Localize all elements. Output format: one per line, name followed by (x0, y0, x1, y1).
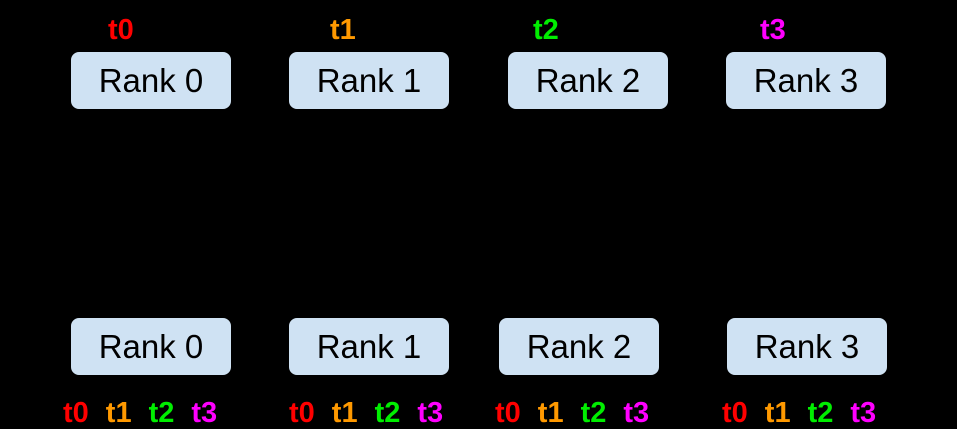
rank-box-top-2-label: Rank 2 (535, 62, 641, 99)
tensor-list-rank3: t0 t1 t2 t3 (722, 399, 876, 428)
rank-box-bottom-0-label: Rank 0 (98, 328, 204, 365)
rank-box-top-1: Rank 1 (287, 50, 451, 111)
tensor-label-t2: t2 (148, 397, 175, 429)
tensor-label-t0: t0 (289, 397, 315, 429)
tensor-label-t1: t1 (331, 397, 358, 429)
rank-box-top-3: Rank 3 (724, 50, 888, 111)
rank-box-top-0-label: Rank 0 (98, 62, 204, 99)
rank-box-top-2: Rank 2 (506, 50, 670, 111)
rank-box-top-1-label: Rank 1 (316, 62, 422, 99)
top-tensor-label-t1: t1 (330, 14, 356, 46)
tensor-list-rank2: t0 t1 t2 t3 (495, 399, 649, 428)
tensor-label-t2: t2 (807, 397, 834, 429)
tensor-list-rank0: t0 t1 t2 t3 (63, 399, 217, 428)
rank-box-bottom-3: Rank 3 (725, 316, 889, 377)
tensor-label-t1: t1 (537, 397, 564, 429)
rank-box-bottom-2-label: Rank 2 (526, 328, 632, 365)
top-tensor-label-t3: t3 (760, 14, 786, 46)
tensor-label-t0: t0 (495, 397, 521, 429)
tensor-label-t3: t3 (191, 397, 218, 429)
rank-box-bottom-3-label: Rank 3 (754, 328, 860, 365)
rank-box-top-3-label: Rank 3 (753, 62, 859, 99)
tensor-label-t2: t2 (374, 397, 401, 429)
rank-box-bottom-1: Rank 1 (287, 316, 451, 377)
tensor-label-t3: t3 (850, 397, 877, 429)
top-tensor-label-t2: t2 (533, 14, 559, 46)
tensor-label-t3: t3 (623, 397, 650, 429)
rank-box-bottom-0: Rank 0 (69, 316, 233, 377)
tensor-label-t1: t1 (764, 397, 791, 429)
tensor-label-t2: t2 (580, 397, 607, 429)
tensor-label-t0: t0 (63, 397, 89, 429)
rank-box-top-0: Rank 0 (69, 50, 233, 111)
tensor-label-t0: t0 (722, 397, 748, 429)
top-tensor-label-t0: t0 (108, 14, 134, 46)
tensor-list-rank1: t0 t1 t2 t3 (289, 399, 443, 428)
rank-box-bottom-1-label: Rank 1 (316, 328, 422, 365)
rank-box-bottom-2: Rank 2 (497, 316, 661, 377)
tensor-label-t1: t1 (105, 397, 132, 429)
tensor-label-t3: t3 (417, 397, 444, 429)
